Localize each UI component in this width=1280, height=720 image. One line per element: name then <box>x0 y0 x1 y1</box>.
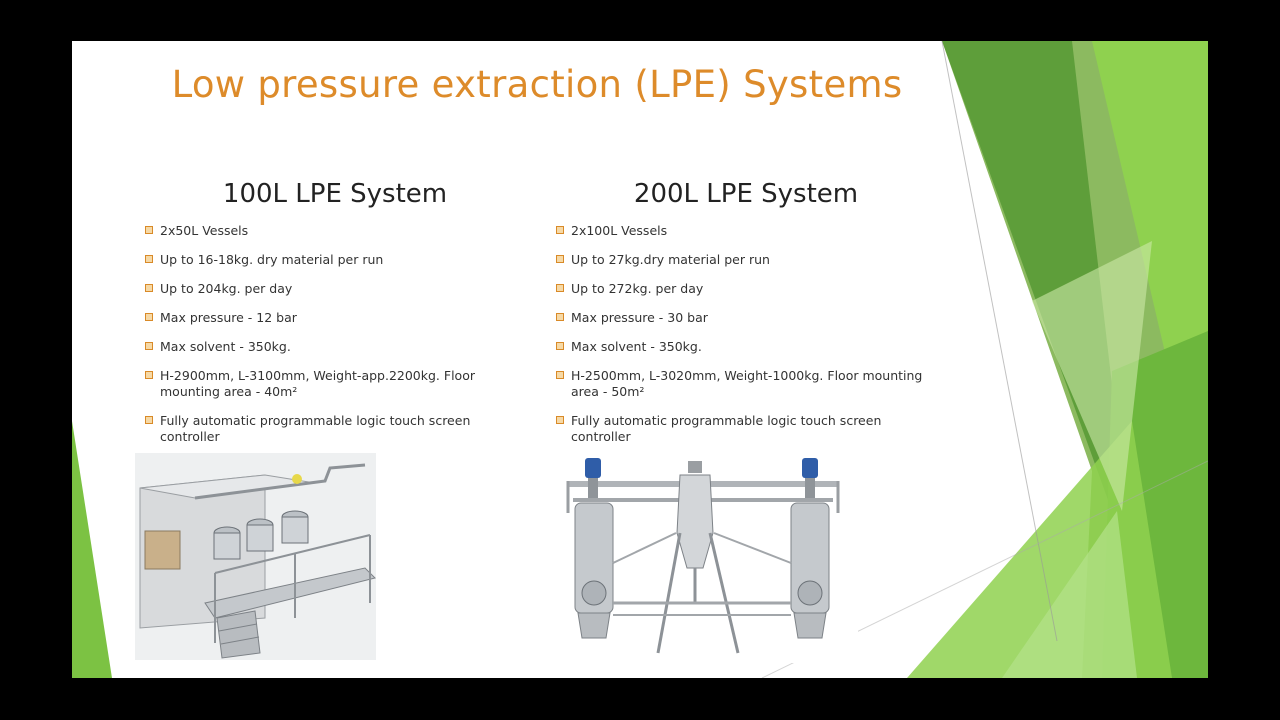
list-item: Up to 204kg. per day <box>145 281 525 297</box>
bullet-icon <box>556 226 564 234</box>
bullet-icon <box>556 255 564 263</box>
list-item: 2x100L Vessels <box>556 223 936 239</box>
bullet-icon <box>145 226 153 234</box>
list-item: Max pressure - 12 bar <box>145 310 525 326</box>
200l-lpe-system-image <box>548 453 858 663</box>
bullet-icon <box>556 284 564 292</box>
bullet-icon <box>145 313 153 321</box>
bullet-icon <box>145 342 153 350</box>
list-item: Max solvent - 350kg. <box>145 339 525 355</box>
list-item: 2x50L Vessels <box>145 223 525 239</box>
spec-list: 2x100L Vessels Up to 27kg.dry material p… <box>556 223 936 445</box>
list-item: H-2900mm, L-3100mm, Weight-app.2200kg. F… <box>145 368 525 400</box>
bullet-icon <box>556 342 564 350</box>
list-item: Max pressure - 30 bar <box>556 310 936 326</box>
column-heading: 200L LPE System <box>633 179 859 209</box>
slide: Low pressure extraction (LPE) Systems 10… <box>72 41 1208 678</box>
list-item: Up to 272kg. per day <box>556 281 936 297</box>
list-item: H-2500mm, L-3020mm, Weight-1000kg. Floor… <box>556 368 936 400</box>
column-heading: 100L LPE System <box>222 179 448 209</box>
green-decoration <box>72 41 1208 678</box>
list-item: Max solvent - 350kg. <box>556 339 936 355</box>
list-item: Up to 16-18kg. dry material per run <box>145 252 525 268</box>
slide-title: Low pressure extraction (LPE) Systems <box>171 63 903 106</box>
bullet-icon <box>145 284 153 292</box>
list-item: Up to 27kg.dry material per run <box>556 252 936 268</box>
bullet-icon <box>145 371 153 379</box>
bullet-icon <box>145 416 153 424</box>
bullet-icon <box>145 255 153 263</box>
bullet-icon <box>556 371 564 379</box>
spec-list: 2x50L Vessels Up to 16-18kg. dry materia… <box>145 223 525 445</box>
column-200l: 200L LPE System 2x100L Vessels Up to 27k… <box>556 179 936 458</box>
list-item: Fully automatic programmable logic touch… <box>145 413 525 445</box>
column-100l: 100L LPE System 2x50L Vessels Up to 16-1… <box>145 179 525 458</box>
100l-lpe-system-image <box>135 453 376 660</box>
bullet-icon <box>556 416 564 424</box>
bullet-icon <box>556 313 564 321</box>
list-item: Fully automatic programmable logic touch… <box>556 413 936 445</box>
